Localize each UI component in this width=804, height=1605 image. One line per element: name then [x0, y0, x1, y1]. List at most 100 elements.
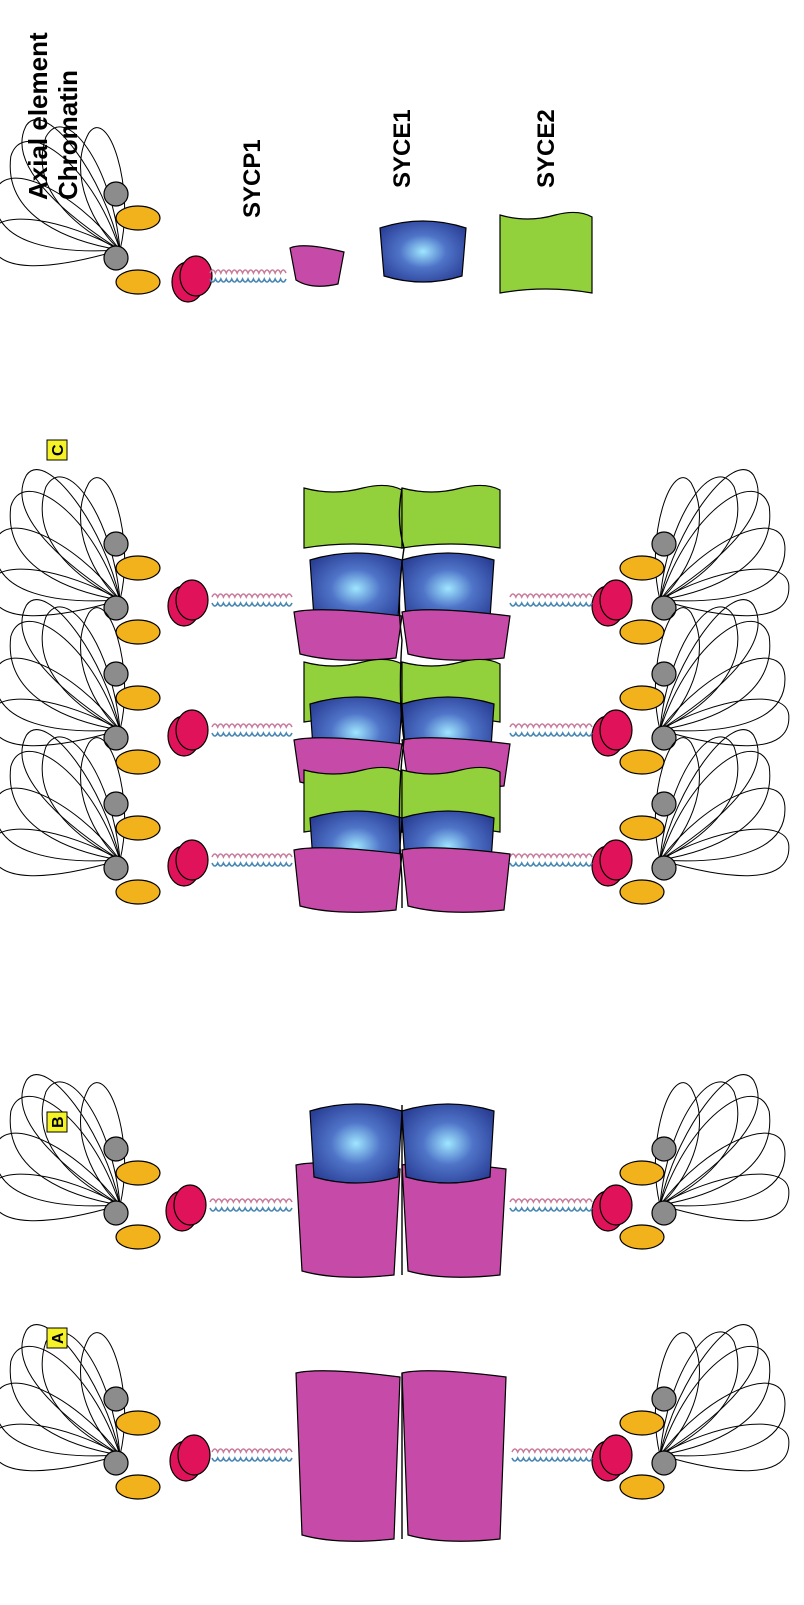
syce2-shape	[500, 212, 592, 293]
sycp1-tail	[402, 1371, 506, 1542]
chromatin-bead	[104, 662, 128, 686]
axial-element	[620, 880, 664, 904]
syce2-shape	[402, 485, 500, 548]
sycp1-coiled-coil	[510, 1199, 592, 1211]
sycp1-coiled-coil	[210, 270, 286, 282]
axial-element	[620, 1225, 664, 1249]
chromatin-unit	[0, 1075, 160, 1249]
sycp1-tail	[402, 610, 510, 661]
chromatin-bead	[104, 182, 128, 206]
coil-strand	[212, 733, 292, 736]
sycp1-tail-shape	[290, 246, 344, 287]
chromatin-bead	[104, 1387, 128, 1411]
sycp1-coiled-coil	[212, 1449, 292, 1461]
sycp1-head	[172, 256, 212, 302]
sycp1-head-front	[180, 256, 212, 296]
panel-b	[0, 1075, 789, 1278]
sycp1-head-front	[600, 580, 632, 620]
chromatin-bead	[652, 856, 676, 880]
sycp1-coiled-coil	[510, 724, 592, 736]
coil-strand	[212, 603, 292, 606]
chromatin-bead	[652, 1451, 676, 1475]
chromatin-bead	[104, 246, 128, 270]
chromatin-bead	[104, 596, 128, 620]
legend-syce1-label: SYCE1	[389, 109, 416, 188]
coil-strand	[212, 863, 292, 866]
sycp1-head-front	[176, 840, 208, 880]
legend-axial-label-line2: Chromatin	[53, 70, 83, 200]
sycp1-head	[170, 1435, 210, 1481]
coil-strand	[510, 863, 592, 866]
chromatin-bead	[652, 1387, 676, 1411]
sycp1-head-front	[176, 580, 208, 620]
syce1-shape	[310, 1104, 402, 1183]
sycp1-coiled-coil	[212, 594, 292, 606]
coil-strand	[512, 1449, 592, 1452]
sycp1-tail-shape	[294, 848, 402, 913]
coil-strand	[212, 1458, 292, 1461]
axial-element	[116, 1161, 160, 1185]
sycp1-head	[168, 710, 208, 756]
axial-element	[620, 556, 664, 580]
axial-element	[116, 816, 160, 840]
sycp1-head	[592, 580, 632, 626]
axial-element	[116, 880, 160, 904]
panel-c	[0, 470, 789, 913]
sycp1-head	[592, 840, 632, 886]
chromatin-bead	[652, 1137, 676, 1161]
syce1-block	[310, 1104, 402, 1183]
sycp1-coiled-coil	[212, 724, 292, 736]
axial-element	[620, 1475, 664, 1499]
sycp1-head	[168, 580, 208, 626]
axial-element	[116, 270, 160, 294]
axial-element	[620, 816, 664, 840]
chromatin-bead	[104, 1451, 128, 1475]
axial-element	[116, 1411, 160, 1435]
sycp1-head-front	[176, 710, 208, 750]
coil-strand	[210, 1208, 292, 1211]
sycp1-head-front	[178, 1435, 210, 1475]
sycp1-head	[166, 1185, 206, 1231]
sycp1-tail	[294, 610, 402, 661]
sycp1-head-front	[600, 1185, 632, 1225]
axial-element	[116, 1475, 160, 1499]
sycp1-coiled-coil	[212, 854, 292, 866]
chromatin-unit	[620, 1325, 789, 1499]
coil-strand	[510, 1208, 592, 1211]
syce1-shape	[402, 1104, 494, 1183]
sycp1-tail-shape	[402, 1371, 506, 1542]
axial-element	[620, 686, 664, 710]
chromatin-bead	[652, 792, 676, 816]
sycp1-tail-shape	[402, 848, 510, 913]
sycp1-tail-shape	[294, 610, 402, 661]
chromatin-bead	[104, 532, 128, 556]
coil-strand	[510, 1199, 592, 1202]
axial-element	[116, 206, 160, 230]
sycp1-head-front	[600, 1435, 632, 1475]
sycp1-head-front	[600, 710, 632, 750]
chromatin-bead	[104, 1137, 128, 1161]
coil-strand	[510, 594, 592, 597]
sycp1-tail	[294, 848, 402, 913]
sycp1-coiled-coil	[510, 594, 592, 606]
axial-element	[620, 620, 664, 644]
panel-a	[0, 1325, 789, 1542]
panel-a-label: A	[50, 1332, 67, 1344]
coil-strand	[510, 724, 592, 727]
syce2-shape	[304, 485, 402, 548]
sycp1-coiled-coil	[510, 854, 592, 866]
sycp1-coiled-coil	[512, 1449, 592, 1461]
coil-strand	[212, 854, 292, 857]
chromatin-bead	[104, 1201, 128, 1225]
coil-strand	[212, 1449, 292, 1452]
chromatin-bead	[104, 856, 128, 880]
coil-strand	[210, 270, 286, 273]
coil-strand	[510, 854, 592, 857]
chromatin-bead	[652, 596, 676, 620]
coil-strand	[212, 594, 292, 597]
sycp1-head	[592, 710, 632, 756]
chromatin-bead	[652, 662, 676, 686]
sycp1-coiled-coil	[210, 1199, 292, 1211]
axial-element	[116, 1225, 160, 1249]
